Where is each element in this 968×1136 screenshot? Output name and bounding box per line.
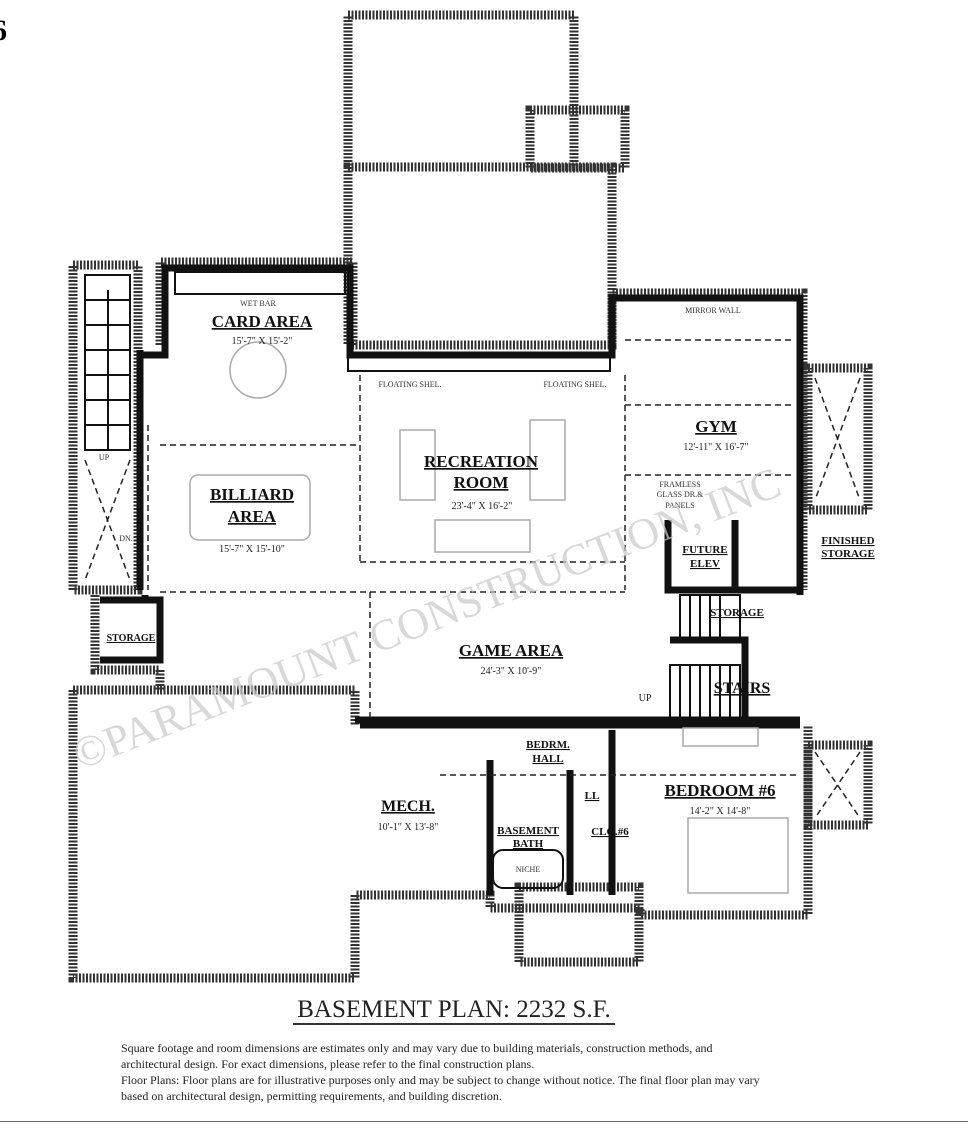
- card-area-label: CARD AREA: [212, 312, 313, 331]
- storage-left-label: STORAGE: [107, 633, 156, 644]
- disclaimer-floor-plans: Floor Plans: Floor plans are for illustr…: [121, 1073, 760, 1103]
- bedroom-label: BEDROOM #6: [665, 781, 776, 800]
- bottom-rule: [0, 1121, 968, 1122]
- disclaimer: Square footage and room dimensions are e…: [121, 1040, 761, 1104]
- game-area-label: GAME AREA: [459, 641, 564, 660]
- billiard-area-dims: 15'-7" X 15'-10": [219, 544, 285, 555]
- recreation-room-label-1: RECREATION: [424, 452, 539, 471]
- zone-lines: [147, 339, 800, 776]
- niche-label: NICHE: [516, 865, 541, 874]
- recreation-room-dims: 23'-4" X 16'-2": [452, 501, 513, 512]
- billiard-area-label-2: AREA: [228, 507, 277, 526]
- left-stair-down-label: DN.: [119, 534, 133, 543]
- window-wells: [814, 377, 861, 819]
- linen-label: LL: [585, 790, 600, 802]
- page-number-fragment: 6: [0, 14, 7, 48]
- glass-door-label-3: PANELS: [665, 501, 695, 510]
- game-area-dims: 24'-3" X 10'-9": [481, 666, 542, 677]
- future-elevator-label-1: FUTURE: [682, 544, 727, 556]
- plan-title: BASEMENT PLAN: 2232 S.F.: [0, 996, 908, 1025]
- furniture: [174, 271, 789, 894]
- floating-shelf-left-label: FLOATING SHEL.: [378, 380, 441, 389]
- mirror-wall-label: MIRROR WALL: [685, 306, 741, 315]
- recreation-room-label-2: ROOM: [454, 473, 509, 492]
- mech-label: MECH.: [381, 798, 435, 815]
- billiard-area-label-1: BILLIARD: [210, 485, 294, 504]
- closet-label: CLO.#6: [591, 826, 629, 838]
- basement-bath-label-1: BASEMENT: [497, 825, 559, 837]
- plan-title-text: BASEMENT PLAN: 2232 S.F.: [293, 996, 615, 1025]
- disclaimer-dimensions: Square footage and room dimensions are e…: [121, 1041, 713, 1071]
- gym-dims: 12'-11" X 16'-7": [683, 442, 748, 453]
- finished-storage-label-2: STORAGE: [821, 548, 875, 560]
- stairs-up-label: UP: [639, 693, 652, 704]
- glass-door-label-1: FRAMLESS: [659, 480, 700, 489]
- stairs-graphics: [84, 274, 741, 721]
- finished-storage-label-1: FINISHED: [821, 535, 874, 547]
- stairs-label: STAIRS: [714, 680, 771, 697]
- card-area-dims: 15'-7" X 15'-2": [232, 336, 293, 347]
- bedroom-hall-label-2: HALL: [532, 753, 563, 765]
- wet-bar-label: WET BAR: [240, 299, 276, 308]
- interior-walls: [100, 264, 804, 895]
- future-elevator-label-2: ELEV: [690, 558, 720, 570]
- left-stair-up-label: UP: [99, 453, 110, 462]
- floating-shelf-right-label: FLOATING SHEL.: [543, 380, 606, 389]
- mech-dims: 10'-1" X 13'-8": [378, 822, 439, 833]
- gym-label: GYM: [695, 417, 737, 436]
- storage-right-label: STORAGE: [710, 607, 764, 619]
- bedroom-hall-label-1: BEDRM.: [526, 739, 570, 751]
- basement-bath-label-2: BATH: [513, 838, 544, 850]
- glass-door-label-2: GLASS DR.&: [657, 490, 704, 499]
- bedroom-dims: 14'-2" X 14'-8": [690, 806, 751, 817]
